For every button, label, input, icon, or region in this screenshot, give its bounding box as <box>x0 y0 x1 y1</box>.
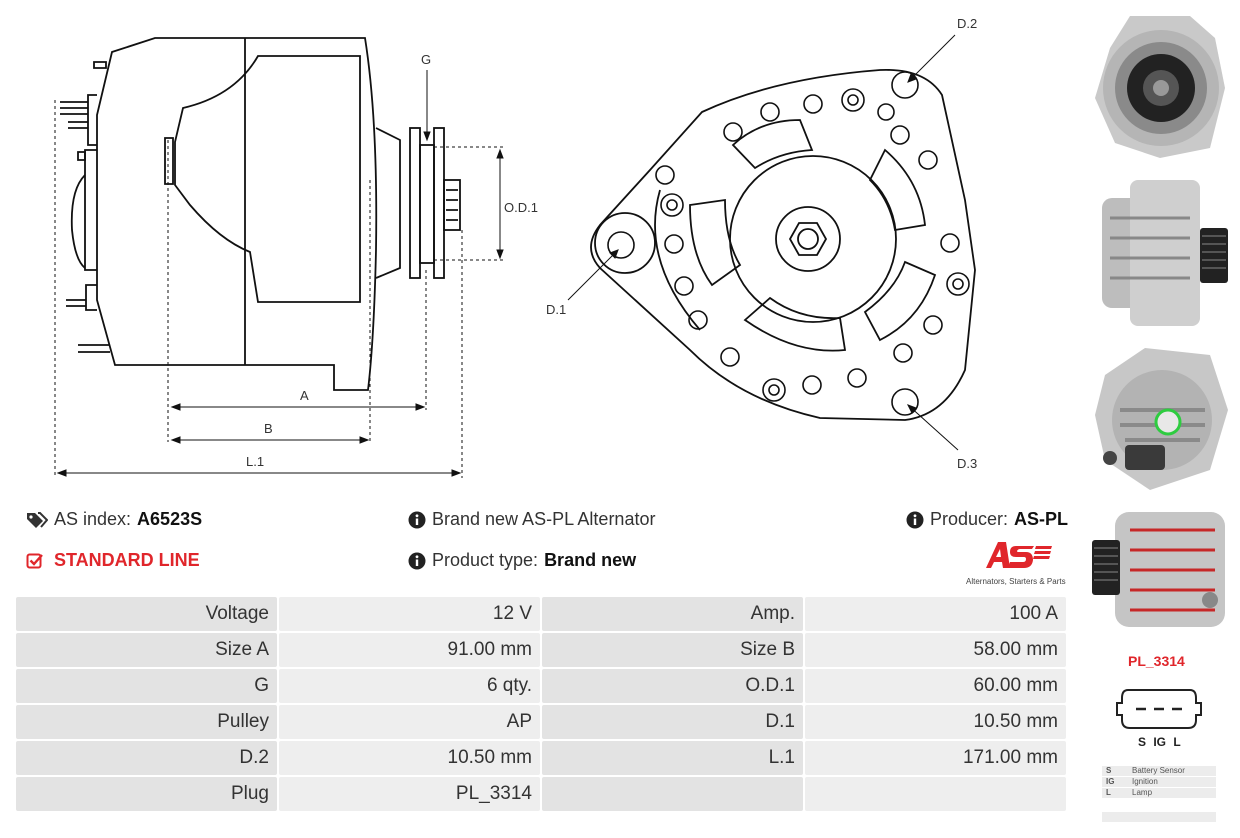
as-pl-logo: Alternators, Starters & Parts <box>966 538 1070 586</box>
as-index-row: AS index: A6523S <box>26 509 202 530</box>
spec-value: AP <box>279 705 540 739</box>
label-d3: D.3 <box>957 456 977 471</box>
spec-label: G <box>16 669 277 703</box>
as-index-label: AS index: <box>54 509 132 529</box>
product-photo-rear[interactable] <box>1090 340 1232 495</box>
legend-blank-row <box>1102 812 1216 822</box>
spec-label: Size B <box>542 633 803 667</box>
spec-value <box>805 777 1066 811</box>
spec-label: Voltage <box>16 597 277 631</box>
spec-value: 12 V <box>279 597 540 631</box>
plug-legend: S Battery Sensor IG Ignition L Lamp <box>1102 766 1216 822</box>
as-index-value: A6523S <box>137 509 203 529</box>
table-row: G 6 qty. O.D.1 60.00 mm <box>16 669 1066 703</box>
standard-line-label: STANDARD LINE <box>54 550 200 570</box>
standard-line-row: STANDARD LINE <box>26 550 200 571</box>
spec-value: 10.50 mm <box>805 705 1066 739</box>
table-row: D.2 10.50 mm L.1 171.00 mm <box>16 741 1066 775</box>
label-od1: O.D.1 <box>504 200 538 215</box>
product-type-row: Product type: Brand new <box>408 550 636 571</box>
spec-label: Pulley <box>16 705 277 739</box>
legend-row: S Battery Sensor <box>1102 766 1216 776</box>
product-photo-front[interactable] <box>1090 8 1232 158</box>
spec-label: L.1 <box>542 741 803 775</box>
product-type-value: Brand new <box>544 550 637 570</box>
label-b: B <box>264 421 273 436</box>
front-view-drawing: D.2 D.1 D.3 <box>546 16 977 471</box>
producer-row: Producer: AS-PL <box>906 509 1068 530</box>
legend-key: IG <box>1106 777 1115 786</box>
legend-row: IG Ignition <box>1102 777 1216 787</box>
producer-label: Producer: <box>930 509 1009 529</box>
spec-value: 10.50 mm <box>279 741 540 775</box>
legend-desc: Lamp <box>1132 788 1153 797</box>
spec-value: 91.00 mm <box>279 633 540 667</box>
label-g: G <box>421 52 431 67</box>
table-row: Voltage 12 V Amp. 100 A <box>16 597 1066 631</box>
legend-key: L <box>1106 788 1111 797</box>
tags-icon <box>27 511 48 528</box>
product-photo-angle[interactable] <box>1090 500 1232 640</box>
spec-value: PL_3314 <box>279 777 540 811</box>
specs-table: Voltage 12 V Amp. 100 A Size A 91.00 mm … <box>14 595 1068 813</box>
plug-connector-diagram <box>1116 689 1202 729</box>
info-icon <box>906 511 924 528</box>
description-row: Brand new AS-PL Alternator <box>408 509 655 530</box>
info-icon <box>408 511 426 528</box>
spec-label <box>542 777 803 811</box>
plug-pin-labels: S IG L <box>1138 735 1181 749</box>
logo-tagline: Alternators, Starters & Parts <box>966 577 1066 586</box>
legend-key: S <box>1106 766 1112 775</box>
spec-label: Plug <box>16 777 277 811</box>
product-type-label: Product type: <box>432 550 539 570</box>
side-view-drawing: G O.D.1 A B L.1 <box>54 37 538 478</box>
spec-label: Amp. <box>542 597 803 631</box>
spec-label: D.2 <box>16 741 277 775</box>
spec-value: 171.00 mm <box>805 741 1066 775</box>
legend-desc: Battery Sensor <box>1132 766 1185 775</box>
check-square-icon <box>26 553 43 568</box>
label-a: A <box>300 388 309 403</box>
label-d1: D.1 <box>546 302 566 317</box>
spec-value: 58.00 mm <box>805 633 1066 667</box>
table-row: Pulley AP D.1 10.50 mm <box>16 705 1066 739</box>
producer-value: AS-PL <box>1014 509 1069 529</box>
product-photo-side[interactable] <box>1090 178 1232 328</box>
description-text: Brand new AS-PL Alternator <box>432 509 656 529</box>
label-l1: L.1 <box>246 454 264 469</box>
plug-name: PL_3314 <box>1128 653 1185 669</box>
spec-label: Size A <box>16 633 277 667</box>
table-row: Size A 91.00 mm Size B 58.00 mm <box>16 633 1066 667</box>
spec-value: 100 A <box>805 597 1066 631</box>
label-d2: D.2 <box>957 16 977 31</box>
table-row: Plug PL_3314 <box>16 777 1066 811</box>
spec-value: 60.00 mm <box>805 669 1066 703</box>
spec-label: O.D.1 <box>542 669 803 703</box>
spec-value: 6 qty. <box>279 669 540 703</box>
spec-label: D.1 <box>542 705 803 739</box>
legend-desc: Ignition <box>1132 777 1158 786</box>
info-icon <box>408 552 426 569</box>
legend-row: L Lamp <box>1102 788 1216 798</box>
